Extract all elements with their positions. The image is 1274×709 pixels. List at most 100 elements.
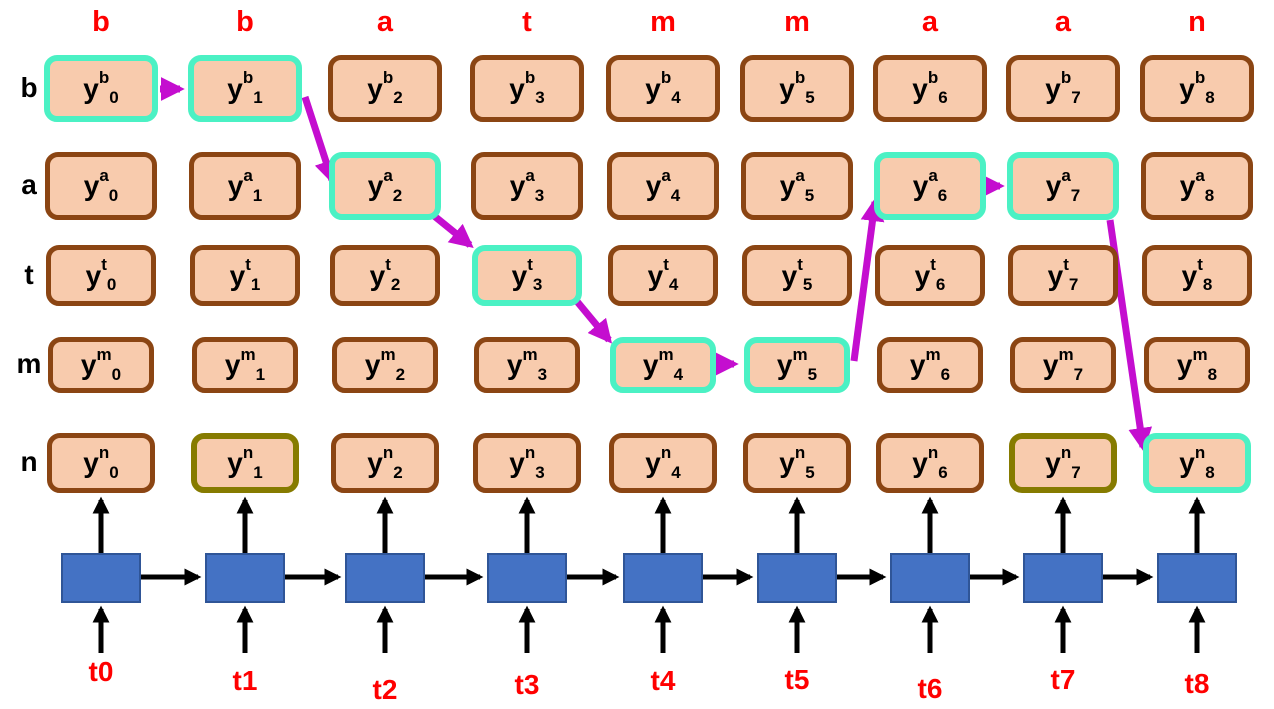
y-base-label: y xyxy=(506,349,523,380)
y-base-label: y xyxy=(1179,72,1195,104)
y-subscript: 5 xyxy=(807,364,818,384)
y-subscript: 6 xyxy=(940,364,951,384)
time-label-t3: t3 xyxy=(514,669,540,700)
rnn-cell-6 xyxy=(890,553,970,603)
y-subscript: 4 xyxy=(673,364,684,384)
y-superscript: a xyxy=(1195,165,1205,185)
y-superscript: t xyxy=(1197,255,1203,274)
y-base-label: y xyxy=(509,72,525,104)
y-superscript: m xyxy=(380,344,396,364)
y-base-label: y xyxy=(369,259,386,291)
sequence-letter-8: n xyxy=(1188,6,1206,38)
y-superscript: b xyxy=(1060,68,1072,87)
y-base-label: y xyxy=(914,259,931,291)
y-subscript: 7 xyxy=(1071,462,1081,482)
y-base-label: y xyxy=(364,349,381,380)
y-superscript: t xyxy=(663,255,669,274)
y-subscript: 3 xyxy=(535,462,545,482)
y-superscript: n xyxy=(927,442,939,462)
rnn-cell-4 xyxy=(623,553,703,603)
y-superscript: n xyxy=(524,442,536,462)
y-subscript: 5 xyxy=(802,275,813,294)
y-subscript: 7 xyxy=(1071,88,1081,107)
y-superscript: m xyxy=(792,344,808,364)
y-subscript: 5 xyxy=(804,185,815,205)
sequence-letter-0: b xyxy=(92,6,110,38)
y-base-label: y xyxy=(1176,349,1193,380)
y-subscript: 4 xyxy=(668,275,679,294)
y-subscript: 0 xyxy=(109,88,119,107)
y-subscript: 4 xyxy=(671,88,681,107)
time-label-t0: t0 xyxy=(88,656,114,687)
sequence-letter-6: a xyxy=(921,6,939,38)
y-base-label: y xyxy=(912,72,928,104)
row-label-t: t xyxy=(24,258,34,290)
y-superscript: b xyxy=(382,68,394,87)
y-base-label: y xyxy=(85,259,102,291)
y-superscript: m xyxy=(522,344,538,364)
y-base-label: y xyxy=(367,72,383,104)
row-label-a: a xyxy=(21,169,37,200)
y-base-label: y xyxy=(1179,447,1195,478)
y-base-label: y xyxy=(367,170,384,201)
y-base-label: y xyxy=(224,349,241,380)
y-subscript: 5 xyxy=(805,462,815,482)
rnn-cell-8 xyxy=(1157,553,1237,603)
y-base-label: y xyxy=(779,447,795,478)
y-base-label: y xyxy=(229,259,246,291)
y-subscript: 3 xyxy=(532,275,543,294)
y-subscript: 8 xyxy=(1204,185,1215,205)
y-base-label: y xyxy=(1042,349,1059,380)
y-base-label: y xyxy=(645,72,661,104)
y-base-label: y xyxy=(367,447,383,478)
rnn-cell-5 xyxy=(757,553,837,603)
y-base-label: y xyxy=(511,259,528,291)
y-subscript: 2 xyxy=(395,364,406,384)
y-subscript: 8 xyxy=(1205,462,1215,482)
y-superscript: n xyxy=(794,442,806,462)
y-base-label: y xyxy=(776,349,793,380)
alignment-path-arrow-5 xyxy=(850,197,885,362)
y-subscript: 1 xyxy=(252,185,263,205)
y-base-label: y xyxy=(227,72,243,104)
y-base-label: y xyxy=(781,259,798,291)
time-label-t1: t1 xyxy=(232,665,258,696)
y-base-label: y xyxy=(83,170,100,201)
y-base-label: y xyxy=(1181,259,1198,291)
y-superscript: t xyxy=(1063,255,1069,274)
y-superscript: m xyxy=(1192,344,1208,364)
y-superscript: a xyxy=(795,165,805,185)
y-superscript: b xyxy=(98,68,110,87)
rnn-cell-3 xyxy=(487,553,567,603)
y-base-label: y xyxy=(779,170,796,201)
rnn-cell-2 xyxy=(345,553,425,603)
y-superscript: n xyxy=(242,442,254,462)
y-superscript: b xyxy=(1194,68,1206,87)
y-base-label: y xyxy=(227,170,244,201)
y-subscript: 0 xyxy=(106,275,117,294)
sequence-letter-4: m xyxy=(650,6,676,38)
y-superscript: m xyxy=(96,344,112,364)
sequence-letter-7: a xyxy=(1054,6,1072,38)
y-superscript: a xyxy=(383,165,393,185)
y-base-label: y xyxy=(1047,259,1064,291)
y-base-label: y xyxy=(83,72,99,104)
time-label-t6: t6 xyxy=(917,673,943,704)
alignment-path-arrow-2 xyxy=(430,212,474,248)
y-subscript: 6 xyxy=(937,185,948,205)
row-label-n: n xyxy=(20,446,38,477)
y-subscript: 8 xyxy=(1205,88,1215,107)
